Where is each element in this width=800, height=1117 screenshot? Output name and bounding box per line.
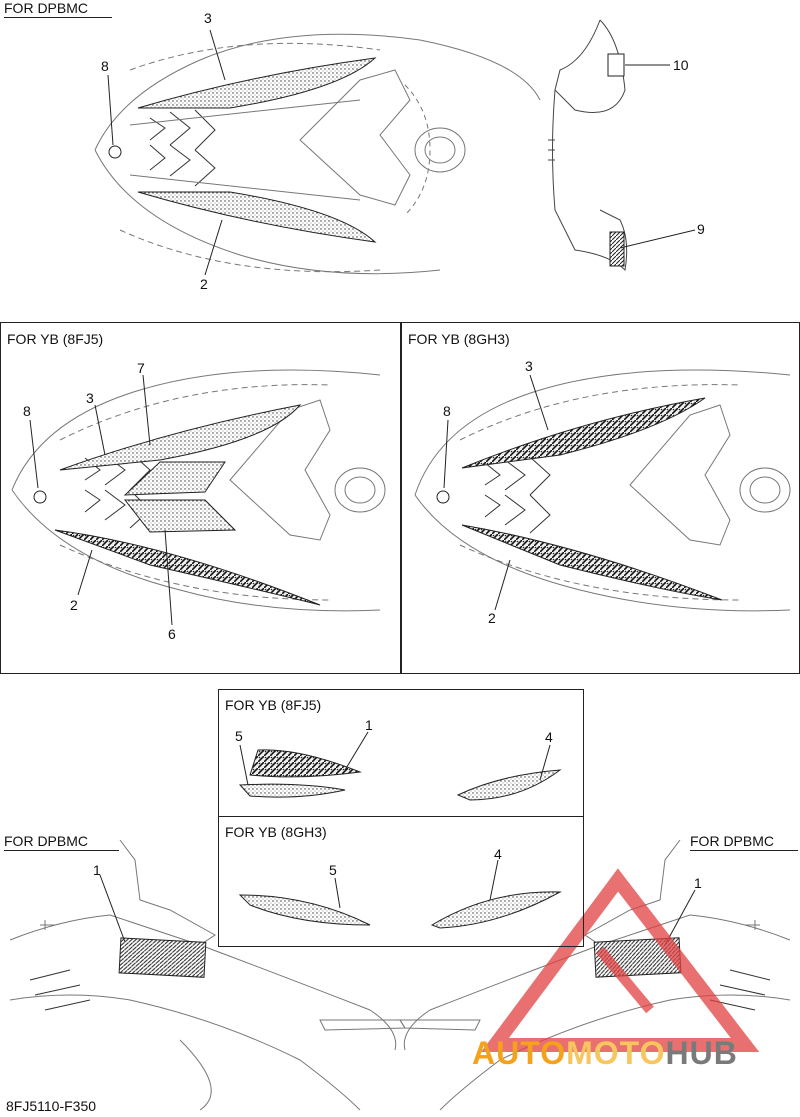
decal-2-top [137,191,377,243]
callout-9: 9 [697,221,705,237]
decal-7 [123,461,226,496]
decal-3-top [137,57,377,109]
callout-5-inset-top: 5 [235,728,243,744]
label-yb-8gh3-inset: FOR YB (8GH3) [225,824,327,840]
label-yb-8gh3-mid: FOR YB (8GH3) [408,331,510,347]
watermark-auto: AUTO [472,1035,567,1071]
callout-8-mid-left: 8 [23,403,31,419]
callout-1-bottom-left: 1 [93,862,101,878]
callout-3-mid-right: 3 [525,358,533,374]
emblem-8-mid-right [436,490,450,504]
decal-1-inset [249,749,362,778]
decal-10 [607,53,625,77]
watermark-logo [481,868,760,1052]
decal-5-inset-top [238,783,346,798]
label-yb-8fj5-inset: FOR YB (8FJ5) [225,697,322,713]
label-yb-8fj5-mid: FOR YB (8FJ5) [7,331,104,347]
decal-9 [609,231,625,267]
decal-5-inset-bottom [238,894,371,926]
decal-4-inset-top [456,769,562,801]
decal-2-mid-left [54,529,321,606]
label-dpbmc-right: FOR DPBMC [690,833,798,851]
callout-8-top: 8 [101,58,109,74]
callout-3-top: 3 [204,10,212,26]
callout-4-inset-bottom: 4 [494,846,502,862]
decal-3-mid-right [461,397,706,469]
watermark-moto: MOTO [566,1035,666,1071]
callout-3-mid-left: 3 [86,390,94,406]
callout-8-mid-right: 8 [443,403,451,419]
callout-2-mid-right: 2 [488,610,496,626]
label-dpbmc-top: FOR DPBMC [4,0,112,18]
callout-4-inset-top: 4 [545,729,553,745]
callout-2-mid-left: 2 [70,597,78,613]
callout-10: 10 [673,57,689,73]
decal-4-inset-bottom [430,891,562,929]
callout-6: 6 [168,626,176,642]
inset-divider [218,816,584,817]
callout-1-inset: 1 [365,717,373,733]
decal-1-bottom-left [118,937,207,978]
emblem-8-top [108,145,122,159]
mid-right-cowl [414,369,791,612]
callout-5-inset-bottom: 5 [329,862,337,878]
label-dpbmc-left: FOR DPBMC [4,833,119,851]
callout-1-bottom-right: 1 [694,875,702,891]
part-code: 8FJ5110-F350 [6,1098,97,1114]
decal-3-mid-left [59,404,302,471]
panel-inset [218,689,584,947]
watermark-text: AUTOMOTOHUB [472,1035,738,1072]
emblem-8-mid-left [33,490,47,504]
callout-7-mid-left: 7 [137,360,145,376]
top-side-cowl [548,19,628,272]
decal-6 [123,499,237,533]
panel-yb-8fj5-mid [0,322,402,674]
watermark-hub: HUB [665,1035,738,1071]
callout-2-top: 2 [200,276,208,292]
decal-2-mid-right [461,524,723,601]
panel-yb-8gh3-mid [400,322,800,674]
top-front-cowl [94,33,541,275]
